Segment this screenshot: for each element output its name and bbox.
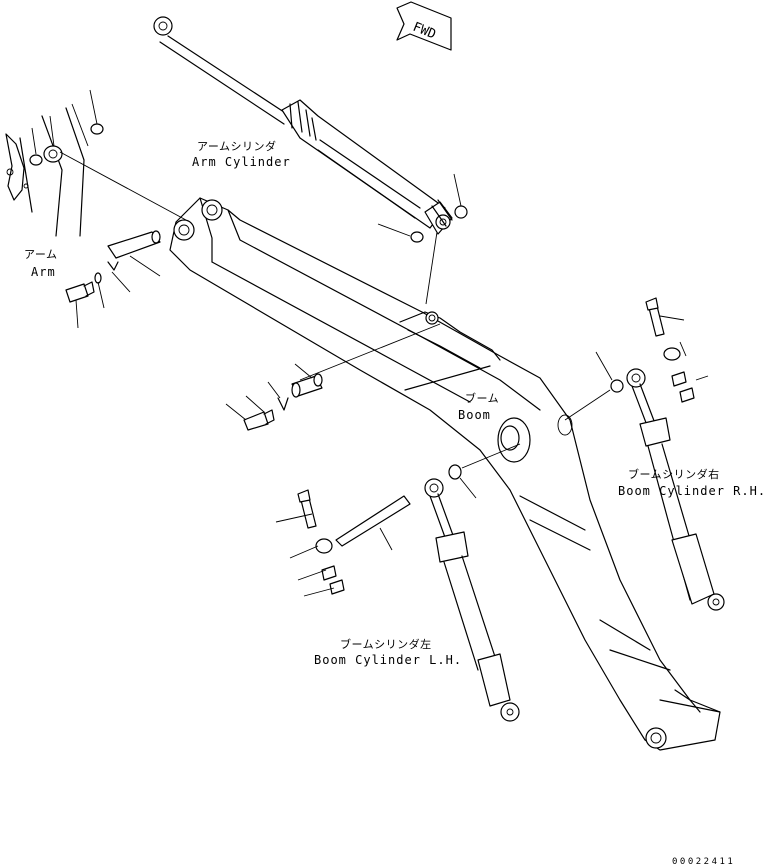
arm-cylinder-ring-lower xyxy=(410,231,424,243)
boom-cylinder-lh-label-en: Boom Cylinder L.H. xyxy=(314,653,462,667)
boom-label-en: Boom xyxy=(458,408,491,422)
boom-structure xyxy=(169,197,721,751)
fwd-label: FWD xyxy=(411,20,439,43)
arm-pin-set xyxy=(65,230,161,303)
leader-lines xyxy=(31,89,709,597)
arm-label-en: Arm xyxy=(31,265,56,279)
arm-label-jp: アーム xyxy=(24,248,58,261)
arm-ring-upper xyxy=(90,123,104,135)
boom-cylinder-rh-label: ブームシリンダ右 Boom Cylinder R.H. xyxy=(618,467,765,498)
boom-ring-center xyxy=(448,464,462,480)
boom-label-jp: ブーム xyxy=(465,391,499,405)
arm-cylinder-ring-right xyxy=(454,205,468,219)
boom-cylinder-lh-label: ブームシリンダ左 Boom Cylinder L.H. xyxy=(314,637,462,667)
arm-cylinder-label: アームシリンダ Arm Cylinder xyxy=(192,139,291,169)
boom-cylinder-rh-label-jp: ブームシリンダ右 xyxy=(628,467,720,481)
arm-cylinder xyxy=(153,16,453,235)
arm-label: アーム Arm xyxy=(24,248,58,279)
arm-cylinder-label-jp: アームシリンダ xyxy=(197,139,277,153)
arm-cylinder-label-en: Arm Cylinder xyxy=(192,155,291,169)
boom-label: ブーム Boom xyxy=(458,391,499,422)
arm-fragment xyxy=(5,107,85,237)
boom-lh-hardware xyxy=(297,489,411,595)
boom-cylinder-rh xyxy=(626,368,725,611)
boom-pin-set-middle xyxy=(243,373,323,431)
boom-cylinder-rh-label-en: Boom Cylinder R.H. xyxy=(618,484,765,498)
boom-cylinder-lh xyxy=(424,478,520,722)
fwd-direction-marker: FWD xyxy=(396,1,452,51)
boom-cylinder-lh-label-jp: ブームシリンダ左 xyxy=(340,637,432,651)
drawing-number: 00022411 xyxy=(672,857,735,867)
boom-ring-right xyxy=(610,379,624,393)
boom-rh-hardware xyxy=(645,297,695,403)
